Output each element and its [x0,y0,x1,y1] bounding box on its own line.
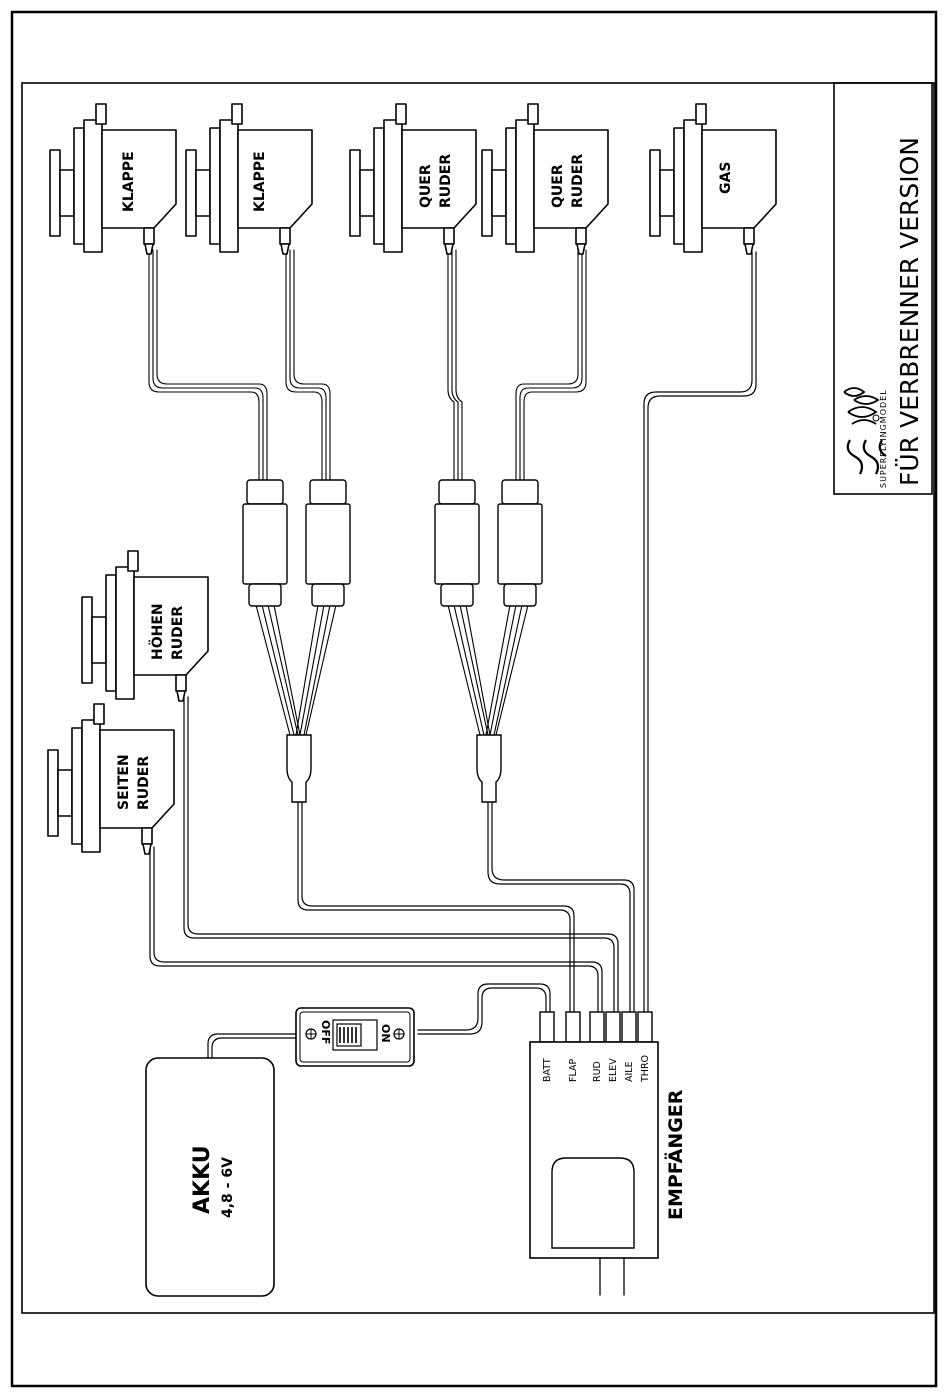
title-text: FÜR VERBRENNER VERSION [895,137,924,486]
y-cable-connector [441,584,473,606]
y-cable-connector [504,584,536,606]
servo-klappe-left: KLAPPE [50,104,176,254]
y-cable-connector [243,504,287,584]
y-cable-connector [498,504,542,584]
y-cable-plug [287,735,311,802]
y-cable-connector [439,480,475,504]
logo-text: SUPERFLYINGMODEL [879,389,888,488]
servo-label: KLAPPE [252,151,268,212]
battery-label: AKKU [190,1145,215,1214]
y-cable-connector [306,504,350,584]
servo-gas: GAS [650,104,776,254]
y-cable-connector [502,480,538,504]
servo-querruder-right: QUER RUDER [482,104,608,254]
battery-pack: AKKU 4,8 - 6V [146,1058,274,1296]
servo-hoehenruder: HÖHEN RUDER [82,551,208,701]
servo-querruder-left: QUER RUDER [350,104,476,254]
servo-label: GAS [718,162,734,194]
servo-label: QUER [418,164,434,208]
channel-label-flap: FLAP [568,1059,579,1082]
y-cable-connector [310,480,346,504]
receiver-plug-thro [638,1012,652,1042]
servo-label: RUDER [570,154,586,208]
receiver: BATT FLAP RUD ELEV AILE THRO EMPFÄNGER [530,1012,687,1258]
receiver-plug-aile [622,1012,636,1042]
y-cable-connector [435,504,479,584]
title-block: FÜR VERBRENNER VERSION SUPERFLYINGMODEL [834,83,932,494]
servo-label: HÖHEN [148,603,166,660]
servo-seitenruder: SEITEN RUDER [48,704,174,854]
channel-label-aile: AILE [624,1061,635,1082]
servo-label: RUDER [170,606,186,660]
y-cable-plug [477,735,501,802]
receiver-plug-flap [566,1012,580,1042]
y-cable-klappe [243,480,350,802]
y-cable-connector [249,584,281,606]
battery-voltage: 4,8 - 6V [220,1157,236,1218]
y-cable-querruder [435,480,542,802]
receiver-plug-batt [540,1012,554,1042]
y-cable-connector [247,480,283,504]
servo-klappe-right: KLAPPE [186,104,312,254]
receiver-crystal [552,1158,634,1248]
channel-label-elev: ELEV [608,1058,619,1082]
receiver-plugs [540,1012,652,1042]
switch-off-label: OFF [319,1020,332,1044]
servo-label: QUER [550,164,566,208]
receiver-plug-elev [606,1012,620,1042]
y-cable-connector [312,584,344,606]
servo-label: SEITEN [116,754,132,810]
switch-harness: OFF ON [296,1008,414,1066]
servo-label: RUDER [438,154,454,208]
receiver-plug-rud [590,1012,604,1042]
channel-label-rud: RUD [592,1061,603,1082]
servo-label: KLAPPE [121,151,137,212]
receiver-label: EMPFÄNGER [663,1089,687,1220]
channel-label-thro: THRO [640,1055,651,1083]
switch-on-label: ON [379,1024,392,1043]
channel-label-batt: BATT [542,1058,553,1082]
servo-label: RUDER [136,756,152,810]
